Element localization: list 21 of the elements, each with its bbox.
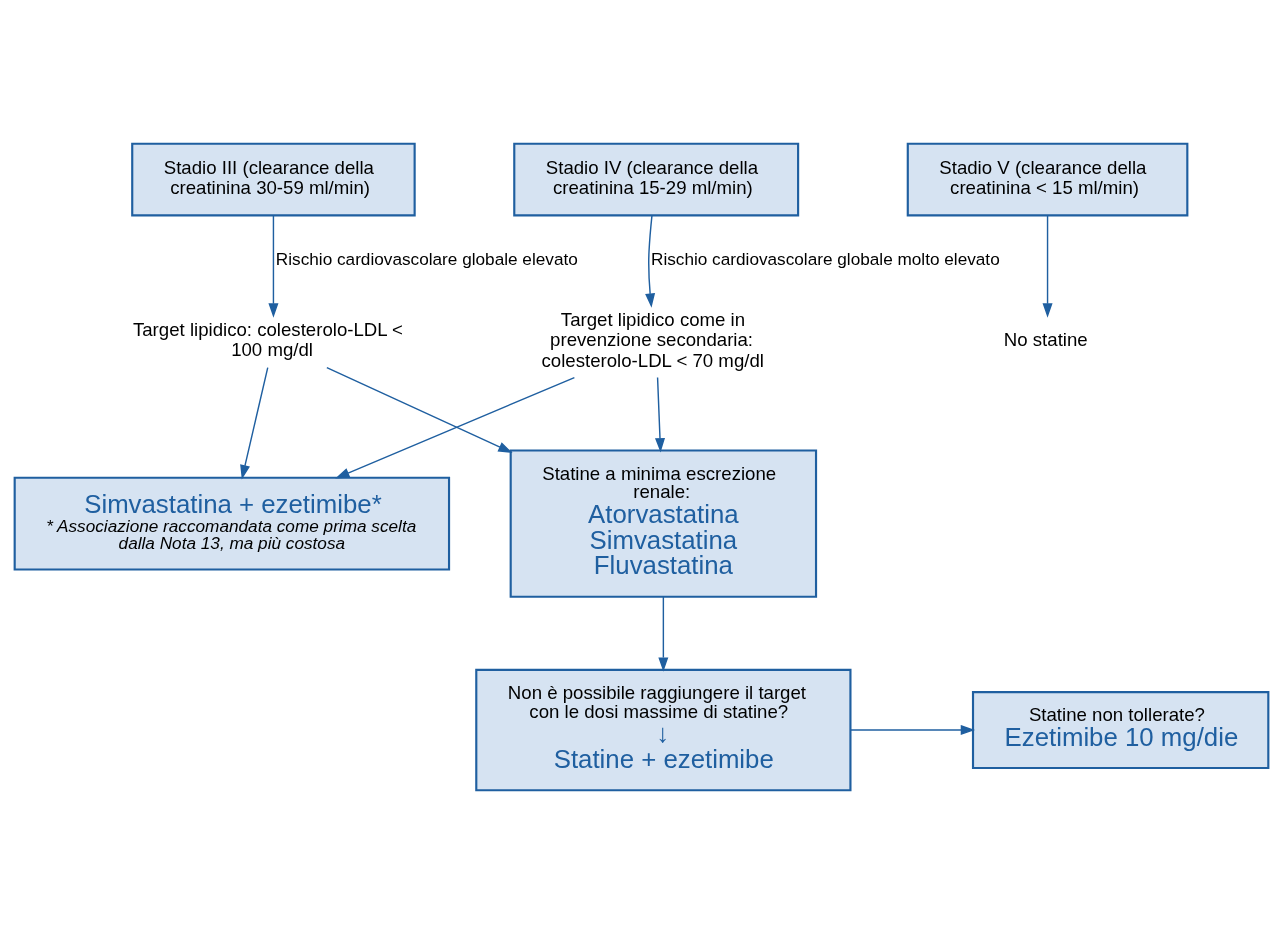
- node-box: Simvastatina + ezetimibe* * Associazione raccomandata come prima scelta dalla Nota 13, ma più costosa: [13, 476, 451, 571]
- arrow: [645, 214, 656, 308]
- node-box: Stadio IV (clearance della creatinina 15-29 ml/min): [513, 142, 800, 217]
- node-text: No statine: [1003, 329, 1088, 351]
- node-box: Statine non tollerate? Ezetimibe 10 mg/die: [971, 691, 1270, 770]
- arrow: [326, 366, 513, 453]
- arrow: [1042, 214, 1053, 318]
- arrow: [849, 725, 976, 736]
- node-box: Non è possibile raggiungere il target con le dosi massime di statine? ↓ Statine + ezetimibe: [475, 668, 852, 792]
- node-text: Target lipidico come in prevenzione secondaria: colesterolo-LDL < 70 mg/dl: [541, 309, 764, 371]
- edge-label: Rischio cardiovascolare globale elevato: [275, 249, 578, 270]
- arrow: [240, 366, 269, 480]
- node-box: Stadio V (clearance della creatinina < 15 ml/min): [906, 142, 1189, 217]
- node-text: Target lipidico: colesterolo-LDL < 100 mg/dl: [132, 319, 403, 361]
- arrow: [335, 376, 576, 479]
- node-box: Statine a minima escrezione renale: Atorvastatina Simvastatina Fluvastatina: [509, 449, 818, 598]
- arrow: [658, 596, 669, 672]
- arrow: [268, 214, 279, 318]
- edge-label: Rischio cardiovascolare globale molto elevato: [650, 249, 1000, 270]
- arrow: [655, 376, 665, 453]
- node-box: Stadio III (clearance della creatinina 30-59 ml/min): [131, 142, 416, 217]
